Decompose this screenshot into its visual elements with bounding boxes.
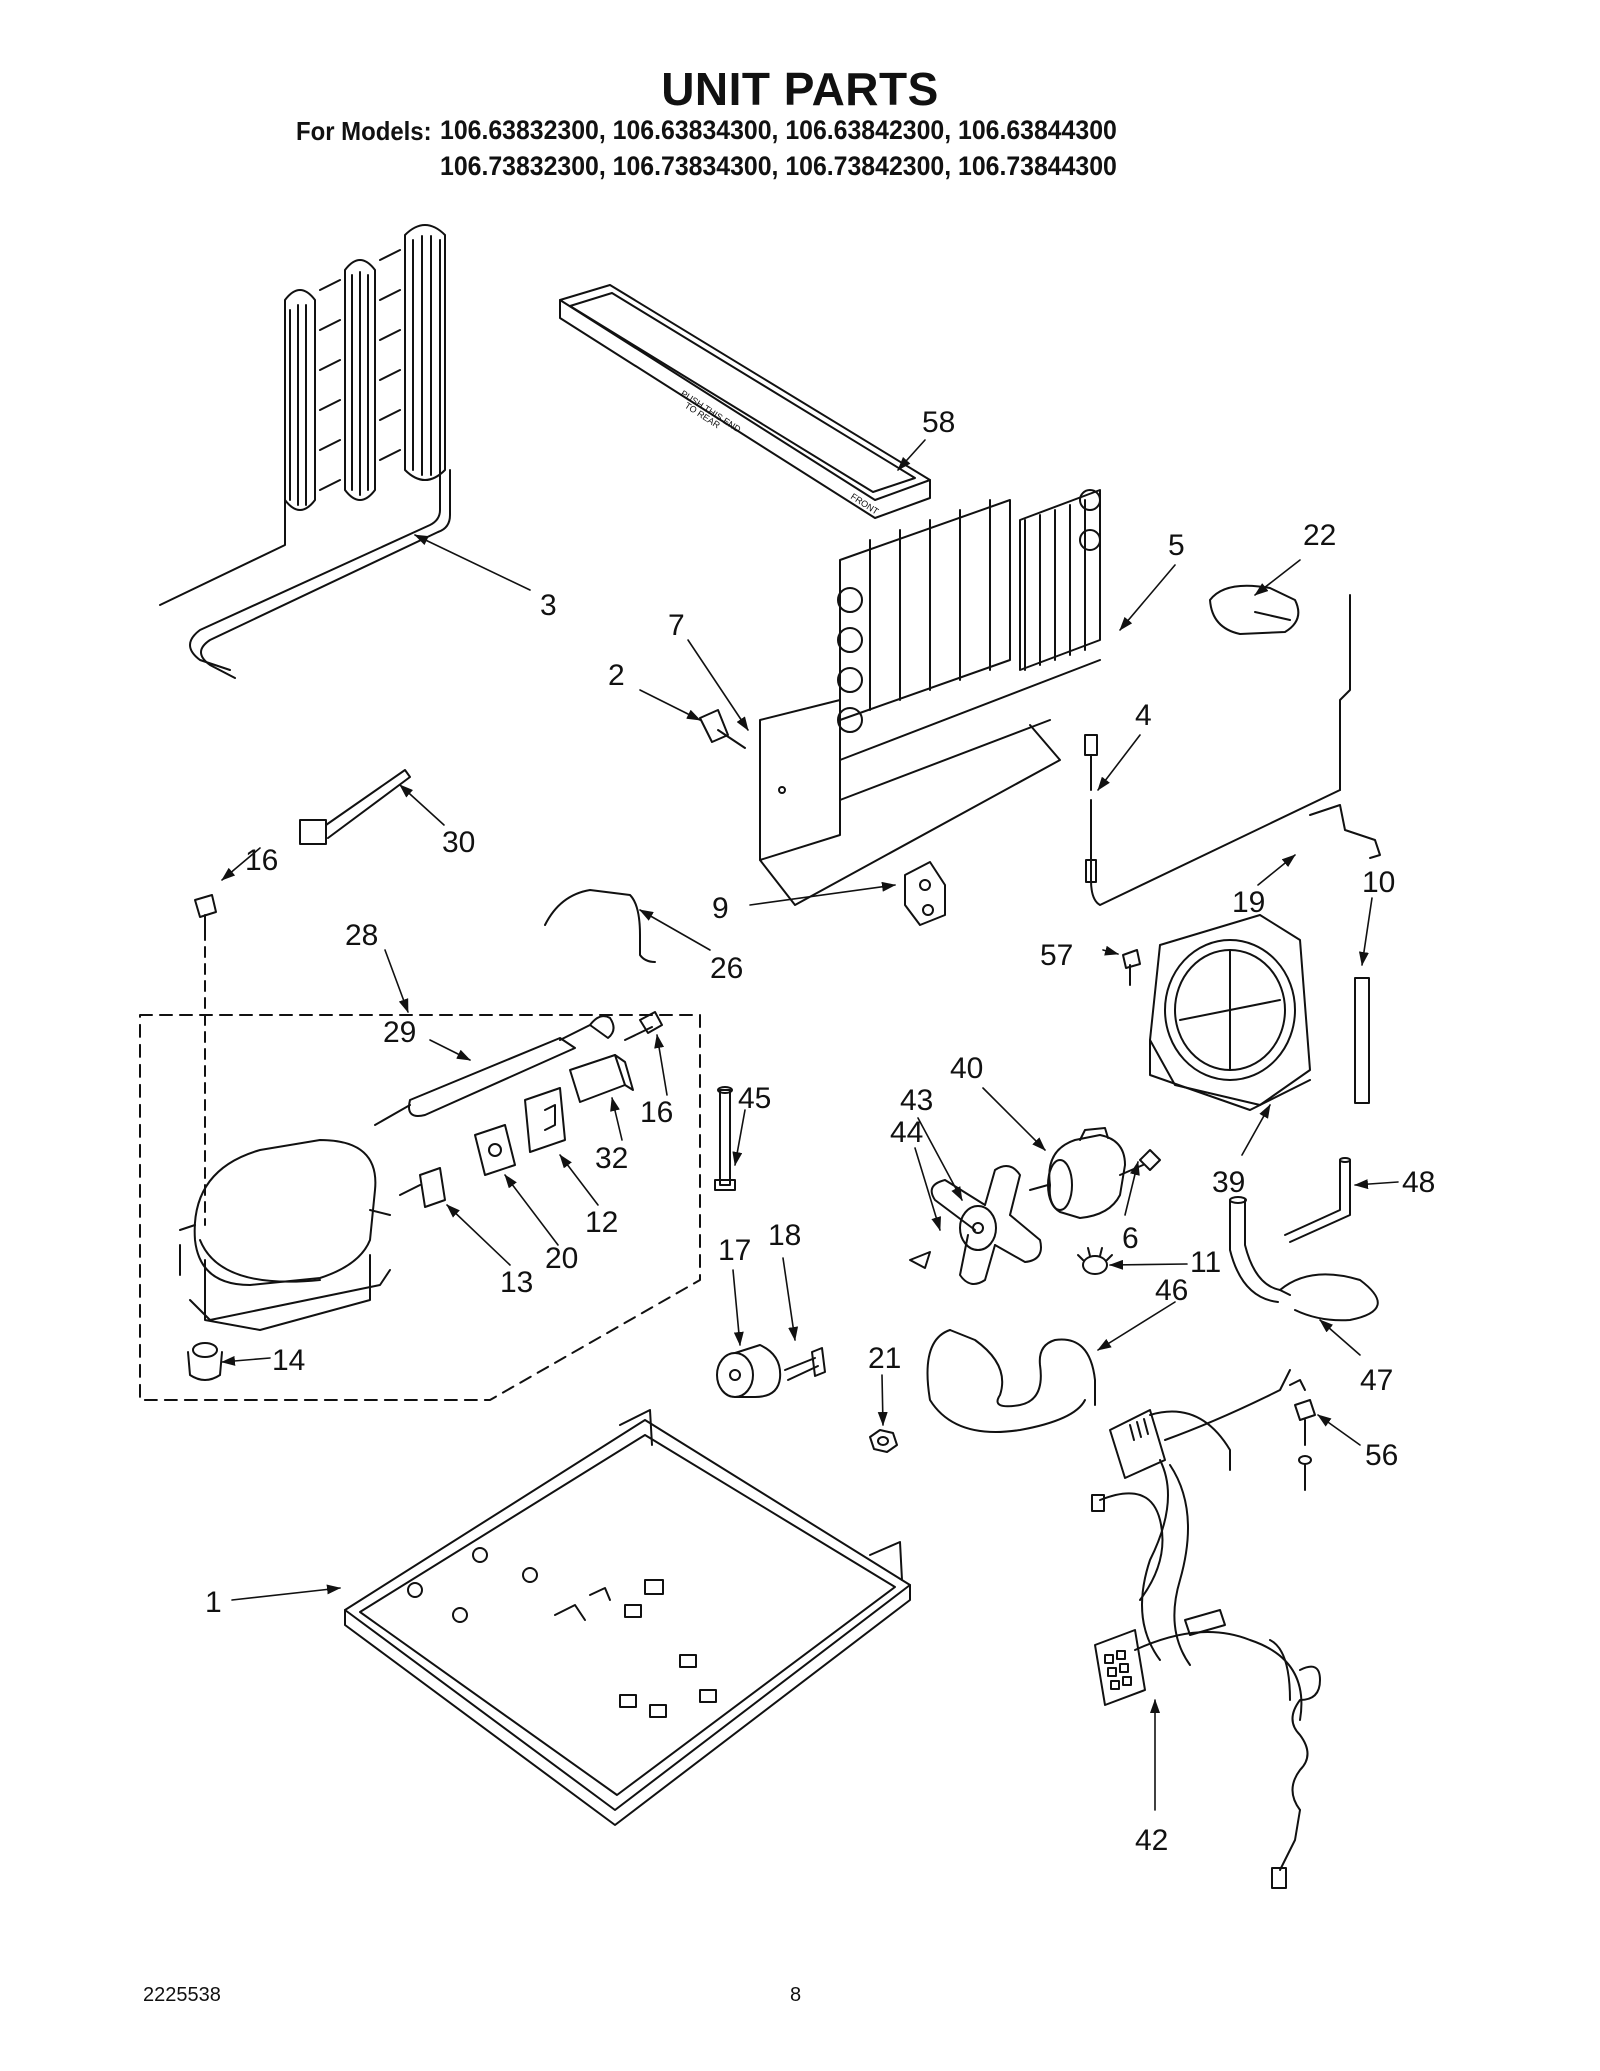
callout-7: 7 — [668, 609, 685, 642]
callout-20: 20 — [545, 1242, 578, 1275]
callout-42: 42 — [1135, 1824, 1168, 1857]
defrost-thermostat — [1209, 584, 1300, 635]
callout-21: 21 — [868, 1342, 901, 1375]
callout-leaders — [221, 439, 1399, 1811]
fan-blade — [909, 1165, 1042, 1285]
relay-cover — [569, 1054, 634, 1103]
callout-11: 11 — [1190, 1246, 1221, 1279]
start-relay — [524, 1087, 566, 1153]
condenser-coil — [159, 224, 451, 679]
callout-6: 6 — [1122, 1222, 1139, 1255]
callout-16-lower: 16 — [640, 1096, 673, 1129]
screw-56 — [1294, 1399, 1316, 1491]
compressor-kit-boundary — [139, 1014, 701, 1401]
callout-numbers: 58 3 5 22 7 2 4 30 16 26 9 19 10 57 28 2… — [205, 406, 1435, 1857]
callout-9: 9 — [712, 892, 729, 925]
drain-tray — [559, 284, 931, 519]
callout-18: 18 — [768, 1219, 801, 1252]
screw-6 — [1119, 1149, 1161, 1176]
grommet — [187, 1342, 223, 1381]
callout-28: 28 — [345, 919, 378, 952]
callout-30: 30 — [442, 826, 475, 859]
roller-axle — [784, 1347, 826, 1381]
hex-nut — [869, 1429, 898, 1453]
callout-22: 22 — [1303, 519, 1336, 552]
callout-48: 48 — [1402, 1166, 1435, 1199]
tray-label: PUSH THIS END TO REAR FRONT — [679, 388, 881, 517]
callout-1: 1 — [205, 1586, 222, 1619]
roller — [716, 1344, 782, 1398]
drain-tube — [1284, 1157, 1351, 1243]
callout-58: 58 — [922, 406, 955, 439]
screw-2 — [699, 709, 746, 749]
callout-57: 57 — [1040, 939, 1073, 972]
overload-protector — [474, 1124, 516, 1176]
mounting-pin — [714, 1086, 736, 1191]
evaporator-coil — [837, 489, 1101, 801]
motor-clip — [1077, 1247, 1113, 1275]
callout-2: 2 — [608, 659, 625, 692]
callout-32: 32 — [595, 1142, 628, 1175]
filter-drier — [374, 1015, 615, 1126]
models-label: For Models: — [296, 116, 432, 146]
bracket-9 — [904, 861, 946, 926]
callout-39: 39 — [1212, 1166, 1245, 1199]
models-line-1: 106.63832300, 106.63834300, 106.63842300… — [440, 115, 1117, 145]
sensor-clip — [1309, 804, 1381, 859]
callout-4: 4 — [1135, 699, 1152, 732]
callout-13: 13 — [500, 1266, 533, 1299]
callout-3: 3 — [540, 589, 557, 622]
defrost-heater — [1084, 594, 1351, 906]
screw-16-upper — [194, 894, 217, 1226]
page-number: 8 — [790, 1984, 802, 2006]
wire-clip — [544, 889, 656, 963]
callout-5: 5 — [1168, 529, 1185, 562]
callout-46: 46 — [1155, 1274, 1188, 1307]
terminal-connector — [399, 1167, 446, 1208]
wire-harness — [1091, 1369, 1321, 1889]
callout-17: 17 — [718, 1234, 751, 1267]
callout-16-upper: 16 — [245, 844, 278, 877]
callout-44: 44 — [890, 1116, 923, 1149]
callout-29: 29 — [383, 1016, 416, 1049]
water-tube — [1229, 1196, 1379, 1322]
cable-tie — [299, 769, 411, 845]
document-number: 2225538 — [143, 1984, 221, 2006]
screw-57 — [1122, 949, 1141, 986]
callout-12: 12 — [585, 1206, 618, 1239]
evaporator-shield — [759, 699, 1061, 906]
screw-16-lower — [624, 1011, 663, 1041]
callout-14: 14 — [272, 1344, 305, 1377]
callout-19: 19 — [1232, 886, 1265, 919]
callout-47: 47 — [1360, 1364, 1393, 1397]
base-pan — [344, 1409, 911, 1826]
callout-45: 45 — [738, 1082, 771, 1115]
callout-56: 56 — [1365, 1439, 1398, 1472]
callout-26: 26 — [710, 952, 743, 985]
models-line-2: 106.73832300, 106.73834300, 106.73842300… — [440, 151, 1117, 181]
fan-shroud — [1149, 914, 1311, 1111]
callout-40: 40 — [950, 1052, 983, 1085]
compressor — [179, 1139, 391, 1331]
drain-hose — [926, 1329, 1096, 1433]
page-title: UNIT PARTS — [661, 63, 939, 115]
gasket-strip — [1354, 977, 1370, 1104]
fan-motor — [1029, 1127, 1126, 1219]
callout-10: 10 — [1362, 866, 1395, 899]
callout-43: 43 — [900, 1084, 933, 1117]
